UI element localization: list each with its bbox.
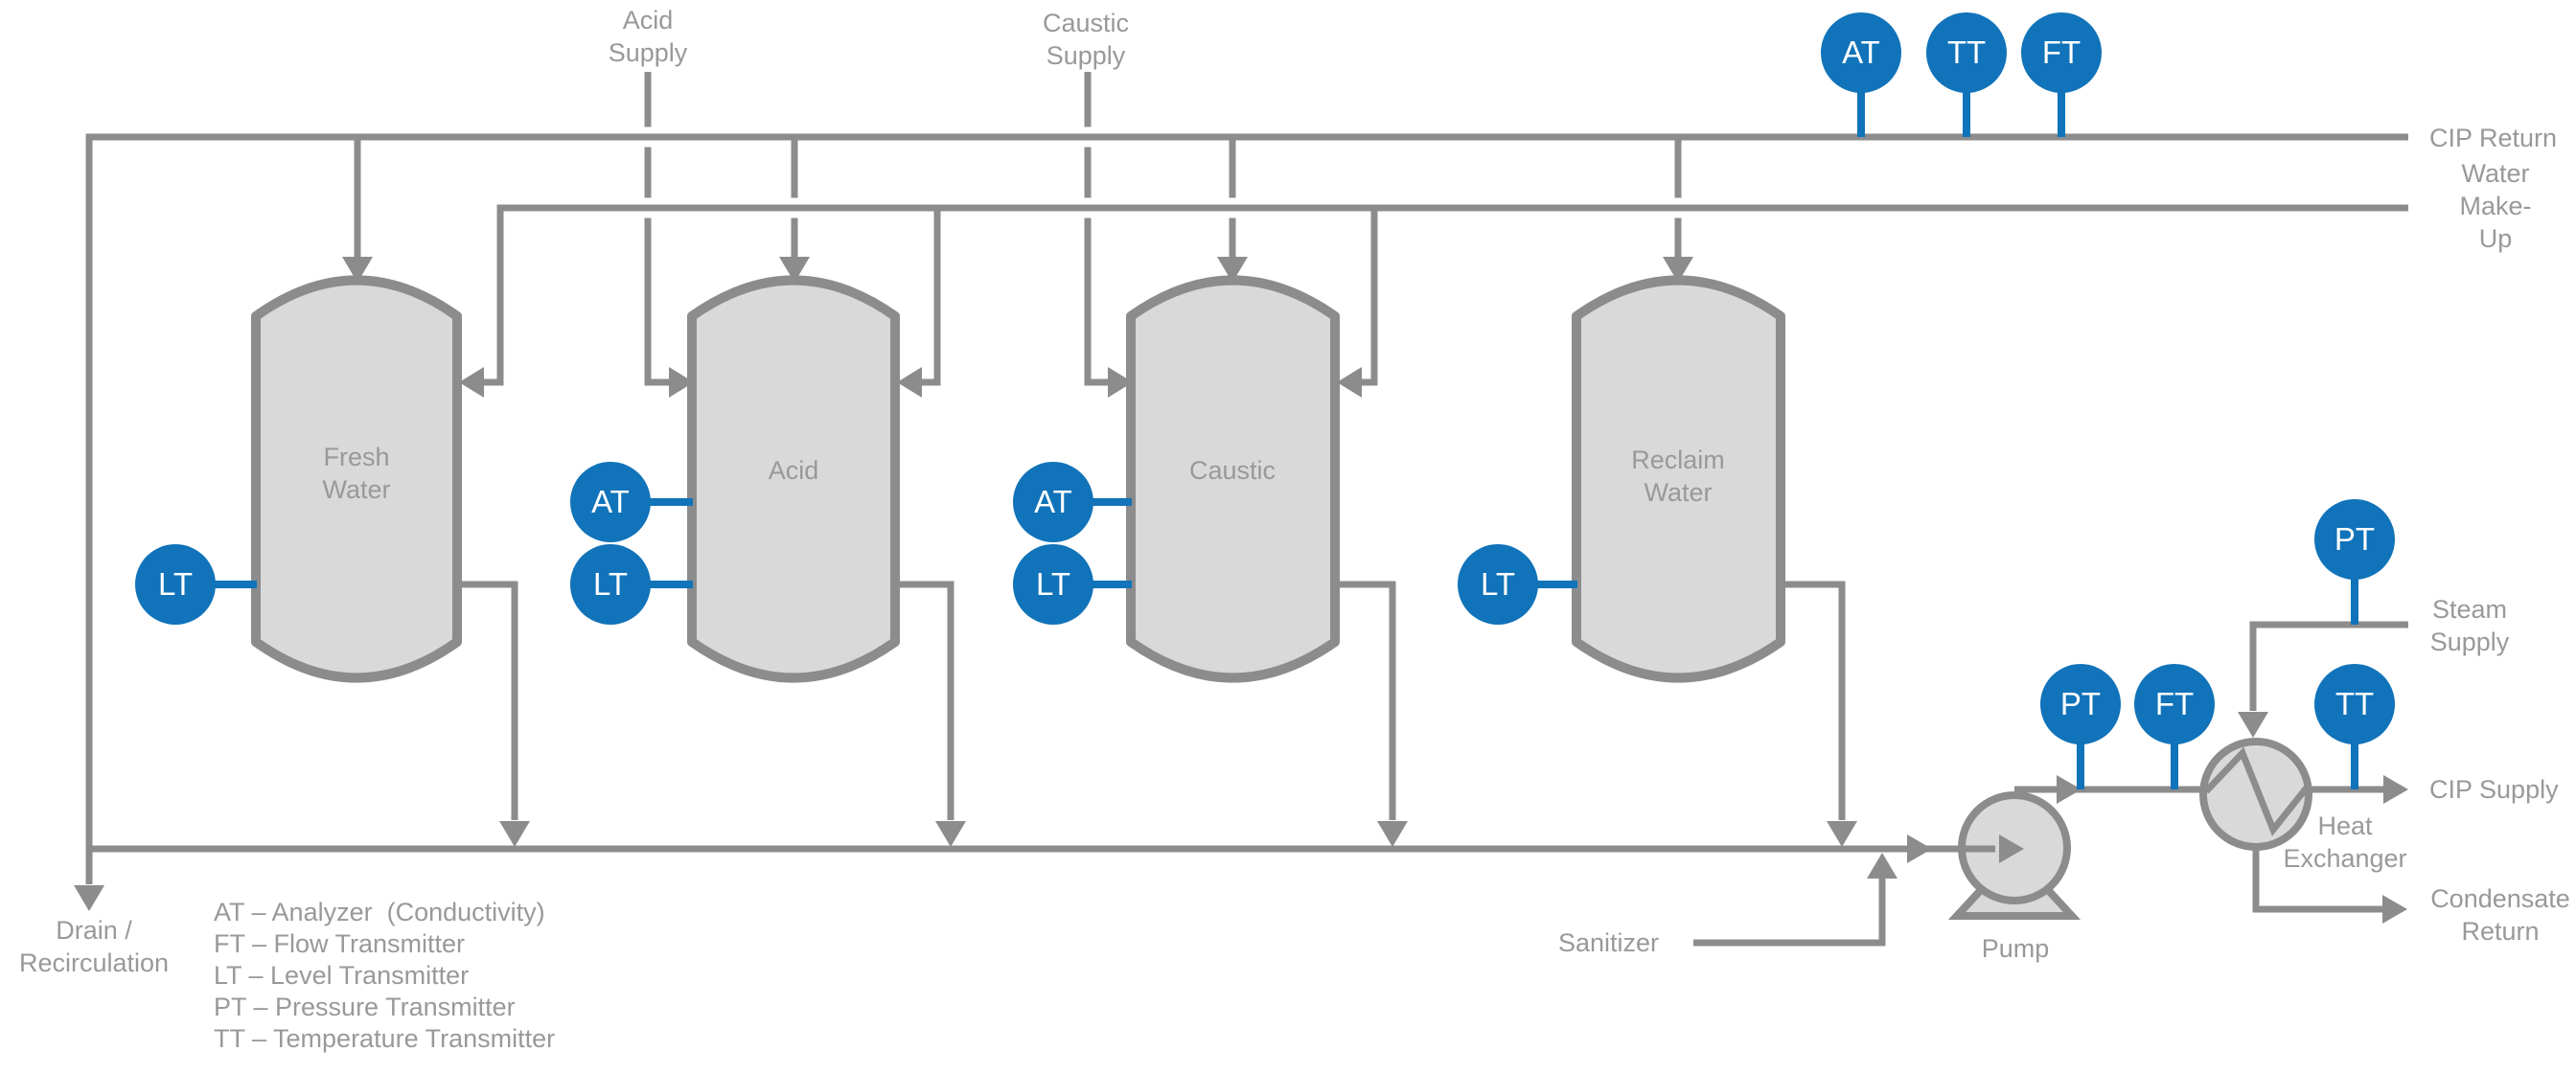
fresh-side-inlet-arrow [459,367,484,398]
caustic-supply-arrow [1108,367,1133,398]
caustic-tank-label: Caustic [1188,456,1276,485]
heat-exchanger-symbol [2199,738,2312,851]
legend: AT – Analyzer (Conductivity) FT – Flow T… [214,897,555,1055]
pump-label: Pump [1981,934,2050,963]
drain-arrow [74,885,104,911]
cip-supply-label: CIP Supply [2429,775,2559,804]
caustic-supply-label: Caustic Supply [1042,9,1130,70]
water-makeup-label: Water Make-Up [2459,159,2532,253]
caustic-side-inlet-arrow [1337,367,1362,398]
instrument-bubble-at-acid: AT [570,462,651,542]
steam-supply-label: Steam Supply [2429,595,2510,656]
instrument-bubble-at-caustic: AT [1013,462,1093,542]
acid-supply-label: Acid Supply [608,6,688,67]
chemical-supply-lines [644,72,1133,398]
legend-item-tt: TT – Temperature Transmitter [214,1024,556,1053]
water-makeup-line [459,204,2408,398]
pump-symbol [1947,791,2082,920]
legend-item-lt: LT – Level Transmitter [214,961,470,990]
instrument-bubble-lt-acid: LT [570,544,651,625]
instrument-stems [211,88,2358,789]
instrument-bubble-pt-discharge: PT [2040,664,2121,744]
instrument-bubble-at-cip-return: AT [1821,12,1901,93]
acid-tank [687,275,900,683]
caustic-tank [1126,275,1340,683]
legend-item-ft: FT – Flow Transmitter [214,929,466,958]
acid-side-inlet-arrow [897,367,922,398]
reclaim-top-inlet-arrow [1663,257,1693,283]
sanitizer-label: Sanitizer [1557,928,1659,957]
instrument-bubble-pt-steam: PT [2314,499,2395,580]
instrument-bubble-tt-cip-return: TT [1926,12,2007,93]
reclaim-water-tank-label: Reclaim Water [1631,446,1725,507]
fresh-water-tank [251,275,462,683]
fresh-water-tank-label: Fresh Water [322,443,391,504]
acid-supply-arrow [669,367,694,398]
tank-shapes [251,275,1785,683]
suction-header-line [89,834,1963,863]
cip-return-label: CIP Return [2429,124,2558,152]
instrument-bubble-tt-cip-supply: TT [2314,664,2395,744]
acid-top-inlet-arrow [779,257,810,283]
reclaim-water-tank [1572,275,1785,683]
fresh-top-inlet-arrow [342,257,373,283]
instrument-bubble-lt-fresh-water: LT [135,544,216,625]
caustic-top-inlet-arrow [1217,257,1248,283]
heat-exchanger-coil [2203,746,2310,836]
sanitizer-line [1693,853,1898,947]
tank-outlet-lines [460,581,1857,847]
legend-item-at: AT – Analyzer (Conductivity) [214,898,545,926]
heat-exchanger-label: Heat Exchanger [2283,811,2407,873]
drain-recirculation-label: Drain / Recirculation [18,916,170,977]
instrument-bubble-ft-cip-return: FT [2021,12,2102,93]
acid-tank-label: Acid [768,456,819,485]
condensate-return-line [2252,845,2407,924]
instrument-bubble-lt-caustic: LT [1013,544,1093,625]
legend-item-pt: PT – Pressure Transmitter [214,993,516,1021]
instrument-bubble-ft-discharge: FT [2134,664,2215,744]
condensate-return-label: Condensate Return [2430,884,2570,946]
instrument-bubble-lt-reclaim: LT [1458,544,1538,625]
cip-supply-line [2014,775,2408,804]
